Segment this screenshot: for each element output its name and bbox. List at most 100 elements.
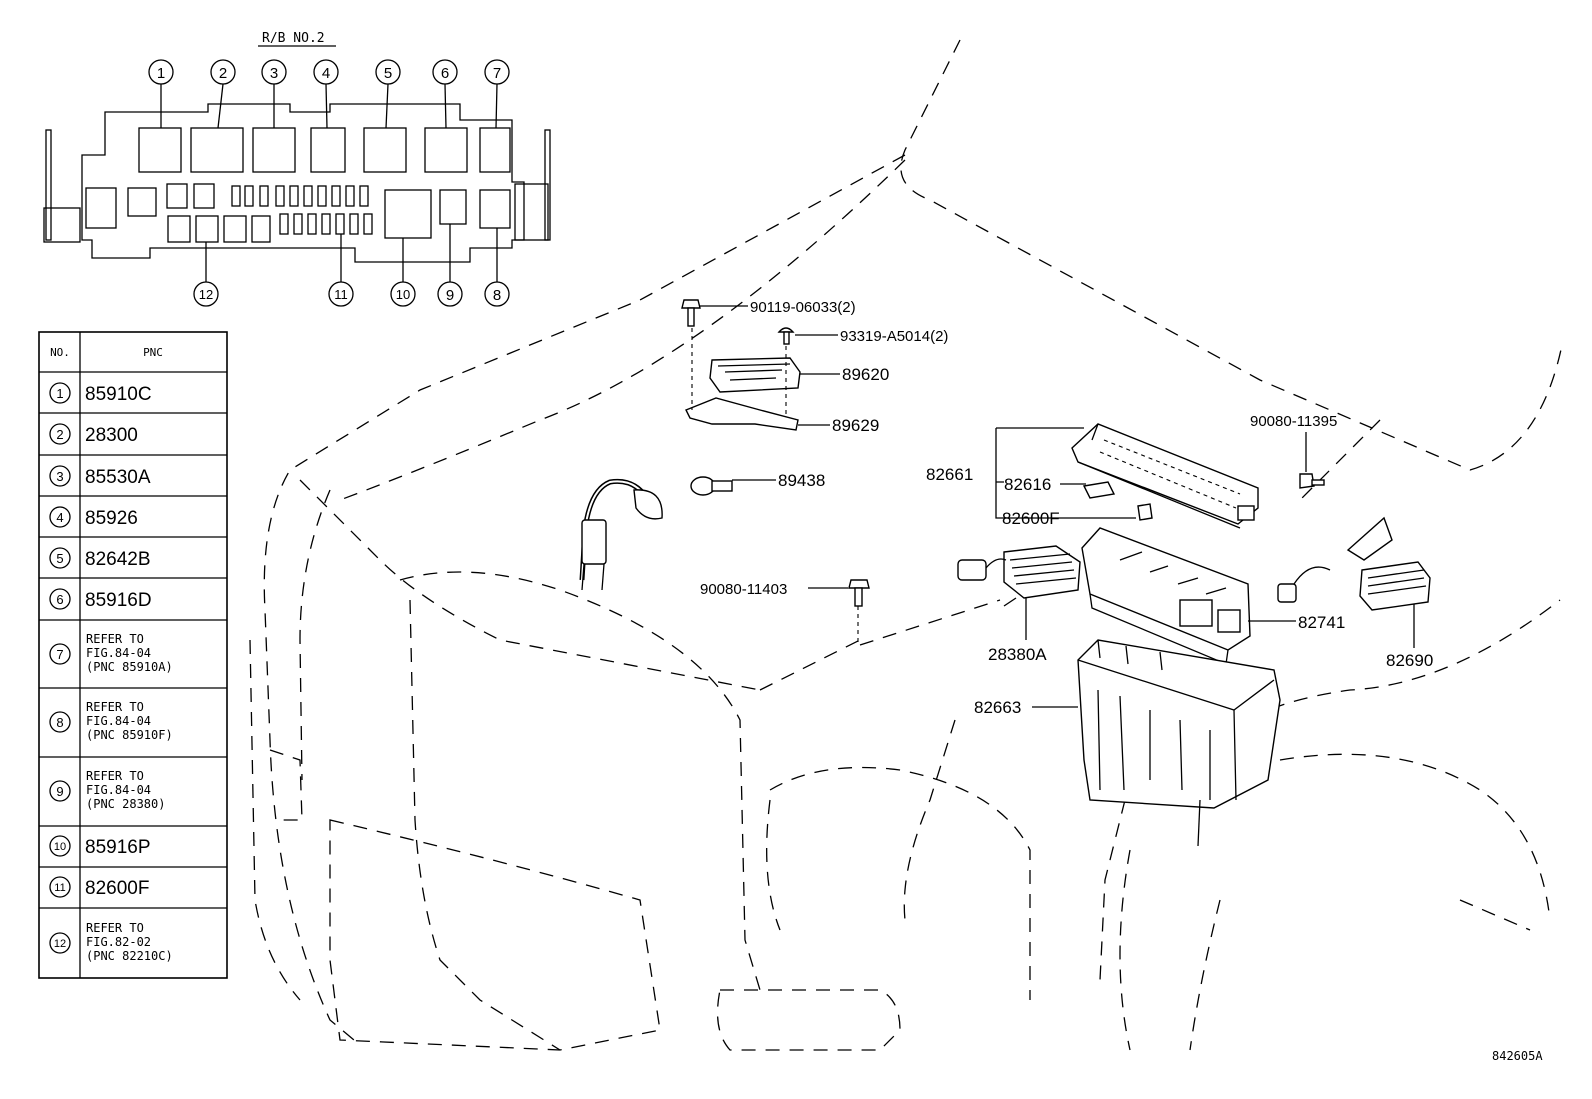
figure-code: 842605A: [1492, 1049, 1543, 1063]
label-89438: 89438: [778, 471, 825, 490]
svg-text:12: 12: [199, 287, 213, 302]
label-82663: 82663: [974, 698, 1021, 717]
callout-9: 9: [437, 281, 463, 307]
svg-text:REFER TO: REFER TO: [86, 700, 144, 714]
label-93319-a5014: 93319-A5014(2): [840, 328, 948, 345]
pnc-value: 85910C: [85, 384, 152, 405]
label-82741: 82741: [1298, 613, 1345, 632]
svg-text:3: 3: [270, 65, 278, 82]
label-90080-11395: 90080-11395: [1250, 413, 1337, 430]
screw-93319-icon: [777, 327, 795, 345]
pnc-value: 85916D: [85, 590, 152, 611]
relay-block-diagram: R/B NO.2: [43, 31, 551, 307]
callout-6: 6: [432, 59, 458, 85]
relay-82690-icon: [1277, 516, 1431, 611]
svg-text:2: 2: [56, 427, 63, 442]
svg-text:6: 6: [441, 65, 449, 82]
junction-block-82741-icon: [1081, 527, 1251, 685]
bolt-90080-11395-icon: [1299, 473, 1325, 489]
label-90119-06033: 90119-06033(2): [750, 299, 856, 316]
bolt-90080-11403-icon: [848, 579, 870, 607]
svg-text:10: 10: [54, 841, 66, 853]
table-row: 8 REFER TO FIG.84-04 (PNC 85910F): [49, 700, 173, 742]
svg-text:(PNC 85910F): (PNC 85910F): [86, 728, 173, 742]
table-row: 1 85910C: [49, 382, 152, 405]
relay-28380a-icon: [957, 545, 1081, 607]
svg-text:1: 1: [56, 386, 63, 401]
pnc-value: 85916P: [85, 837, 151, 858]
svg-text:10: 10: [396, 287, 410, 302]
label-28380a: 28380A: [988, 645, 1047, 664]
fuse-82616-icon: [1082, 481, 1116, 499]
svg-text:12: 12: [54, 938, 66, 950]
label-82616: 82616: [1004, 475, 1051, 494]
svg-text:9: 9: [56, 784, 63, 799]
label-82600f: 82600F: [1002, 509, 1060, 528]
svg-text:4: 4: [322, 65, 330, 82]
svg-text:7: 7: [56, 647, 63, 662]
svg-text:FIG.84-04: FIG.84-04: [86, 783, 151, 797]
svg-text:(PNC 85910A): (PNC 85910A): [86, 660, 173, 674]
svg-text:8: 8: [56, 715, 63, 730]
vehicle-outline: [249, 39, 1563, 1051]
table-header-pnc: PNC: [143, 346, 163, 359]
ecu-89620-icon: [709, 357, 801, 393]
table-row: 12 REFER TO FIG.82-02 (PNC 82210C): [49, 921, 173, 963]
table-row: 5 82642B: [49, 547, 151, 570]
callout-2: 2: [210, 59, 236, 85]
callout-4: 4: [313, 59, 339, 85]
bracket-89629-icon: [685, 397, 799, 431]
svg-text:4: 4: [56, 510, 63, 525]
callout-5: 5: [375, 59, 401, 85]
table-row: 4 85926: [49, 506, 138, 529]
callout-12: 12: [193, 281, 219, 307]
label-89629: 89629: [832, 416, 879, 435]
label-90080-11403: 90080-11403: [700, 581, 787, 598]
label-89620: 89620: [842, 365, 889, 384]
svg-text:6: 6: [56, 592, 63, 607]
svg-text:11: 11: [334, 287, 348, 302]
label-82661: 82661: [926, 465, 973, 484]
svg-text:(PNC 28380): (PNC 28380): [86, 797, 165, 811]
svg-text:REFER TO: REFER TO: [86, 632, 144, 646]
cable-clamp-icon: [579, 478, 663, 591]
label-82690: 82690: [1386, 651, 1433, 670]
pnc-value: 82642B: [85, 549, 151, 570]
svg-text:5: 5: [56, 551, 63, 566]
callout-3: 3: [261, 59, 287, 85]
lower-box-82663-icon: [1077, 639, 1281, 847]
svg-text:7: 7: [493, 65, 501, 82]
callout-8: 8: [484, 281, 510, 307]
svg-text:FIG.82-02: FIG.82-02: [86, 935, 151, 949]
table-row: 6 85916D: [49, 588, 152, 611]
pnc-value: 85530A: [85, 467, 151, 488]
table-row: 7 REFER TO FIG.84-04 (PNC 85910A): [49, 632, 173, 674]
svg-text:11: 11: [54, 882, 65, 894]
svg-text:FIG.84-04: FIG.84-04: [86, 646, 151, 660]
bolt-90119-icon: [681, 299, 701, 327]
pnc-value: 85926: [85, 508, 138, 529]
fuse-82600f-icon: [1137, 503, 1153, 521]
svg-text:8: 8: [493, 287, 501, 304]
svg-text:9: 9: [446, 287, 454, 304]
svg-text:2: 2: [219, 65, 227, 82]
svg-text:1: 1: [157, 65, 165, 82]
callout-10: 10: [390, 281, 416, 307]
cover-82661-icon: [1071, 423, 1259, 529]
svg-text:REFER TO: REFER TO: [86, 769, 144, 783]
svg-text:FIG.84-04: FIG.84-04: [86, 714, 151, 728]
table-row: 3 85530A: [49, 465, 151, 488]
table-row: 10 85916P: [49, 835, 151, 858]
svg-text:3: 3: [56, 469, 63, 484]
table-header-no: NO.: [50, 346, 70, 359]
svg-text:(PNC 82210C): (PNC 82210C): [86, 949, 173, 963]
callout-1: 1: [148, 59, 174, 85]
sensor-89438-icon: [690, 476, 733, 496]
callout-7: 7: [484, 59, 510, 85]
table-row: 9 REFER TO FIG.84-04 (PNC 28380): [49, 769, 165, 811]
svg-text:REFER TO: REFER TO: [86, 921, 144, 935]
